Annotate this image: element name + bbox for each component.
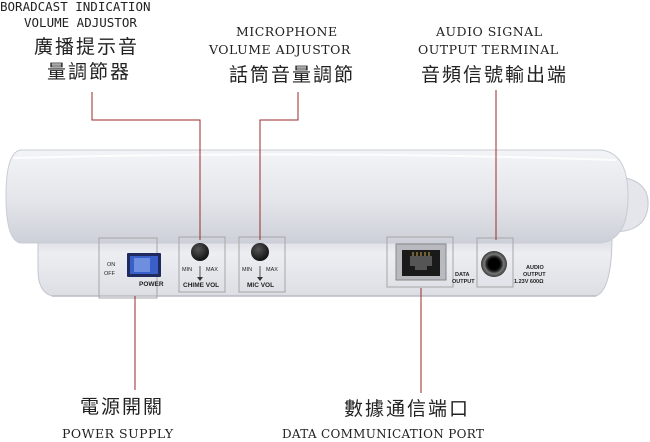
audio-label-en-1: AUDIO SIGNAL — [436, 24, 543, 39]
chime-max-label: MAX — [206, 267, 218, 273]
audio-output-jack[interactable] — [481, 251, 507, 277]
audio-output-area — [476, 237, 514, 288]
mic-caption: MIC VOL — [247, 282, 275, 289]
audio-label-en-2: OUTPUT TERMINAL — [418, 42, 559, 57]
mic-label-en-1: MICROPHONE — [236, 24, 338, 39]
audio-caption-1: AUDIO — [526, 265, 544, 271]
device-front-panel — [37, 235, 613, 297]
mic-volume-knob[interactable] — [251, 243, 269, 261]
mic-max-label: MAX — [266, 267, 278, 273]
switch-off-label: OFF — [104, 271, 115, 277]
power-label-en: POWER SUPPLY — [62, 426, 174, 441]
data-caption-2: OUTPUT — [452, 279, 475, 285]
chime-volume-area — [178, 236, 226, 293]
audio-caption-2: OUTPUT — [523, 272, 546, 278]
mic-label-en-2: VOLUME ADJUSTOR — [209, 42, 351, 57]
data-port-area — [386, 236, 454, 288]
mic-min-label: MIN — [242, 267, 253, 273]
broadcast-label-zh-2: 量調節器 — [47, 61, 132, 83]
chime-caption: CHIME VOL — [183, 282, 220, 289]
switch-caption: POWER — [139, 281, 164, 288]
chime-volume-knob[interactable] — [191, 243, 209, 261]
audio-label-zh: 音頻信號輸出端 — [421, 64, 569, 86]
chime-min-label: MIN — [182, 267, 193, 273]
broadcast-label-zh-1: 廣播提示音 — [34, 36, 140, 58]
power-label-zh: 電源開關 — [80, 396, 165, 418]
device-top-shell — [5, 149, 629, 244]
mic-volume-area — [238, 236, 286, 293]
power-switch-area — [98, 237, 161, 299]
audio-caption-3: 1.23V 600Ω — [514, 279, 544, 285]
leader-lines — [91, 90, 497, 393]
data-caption-1: DATA — [455, 272, 470, 278]
broadcast-label-en-2: VOLUME ADJUSTOR — [24, 15, 137, 30]
data-port-label-zh: 數據通信端口 — [344, 398, 471, 420]
switch-on-label: ON — [107, 262, 116, 268]
power-switch[interactable] — [130, 256, 158, 274]
rj45-data-port[interactable] — [395, 243, 447, 281]
data-port-label-en: DATA COMMUNICATION PORT — [282, 427, 485, 441]
broadcast-label-en-1: BORADCAST INDICATION — [0, 0, 151, 14]
mic-label-zh: 話筒音量調節 — [229, 64, 356, 86]
